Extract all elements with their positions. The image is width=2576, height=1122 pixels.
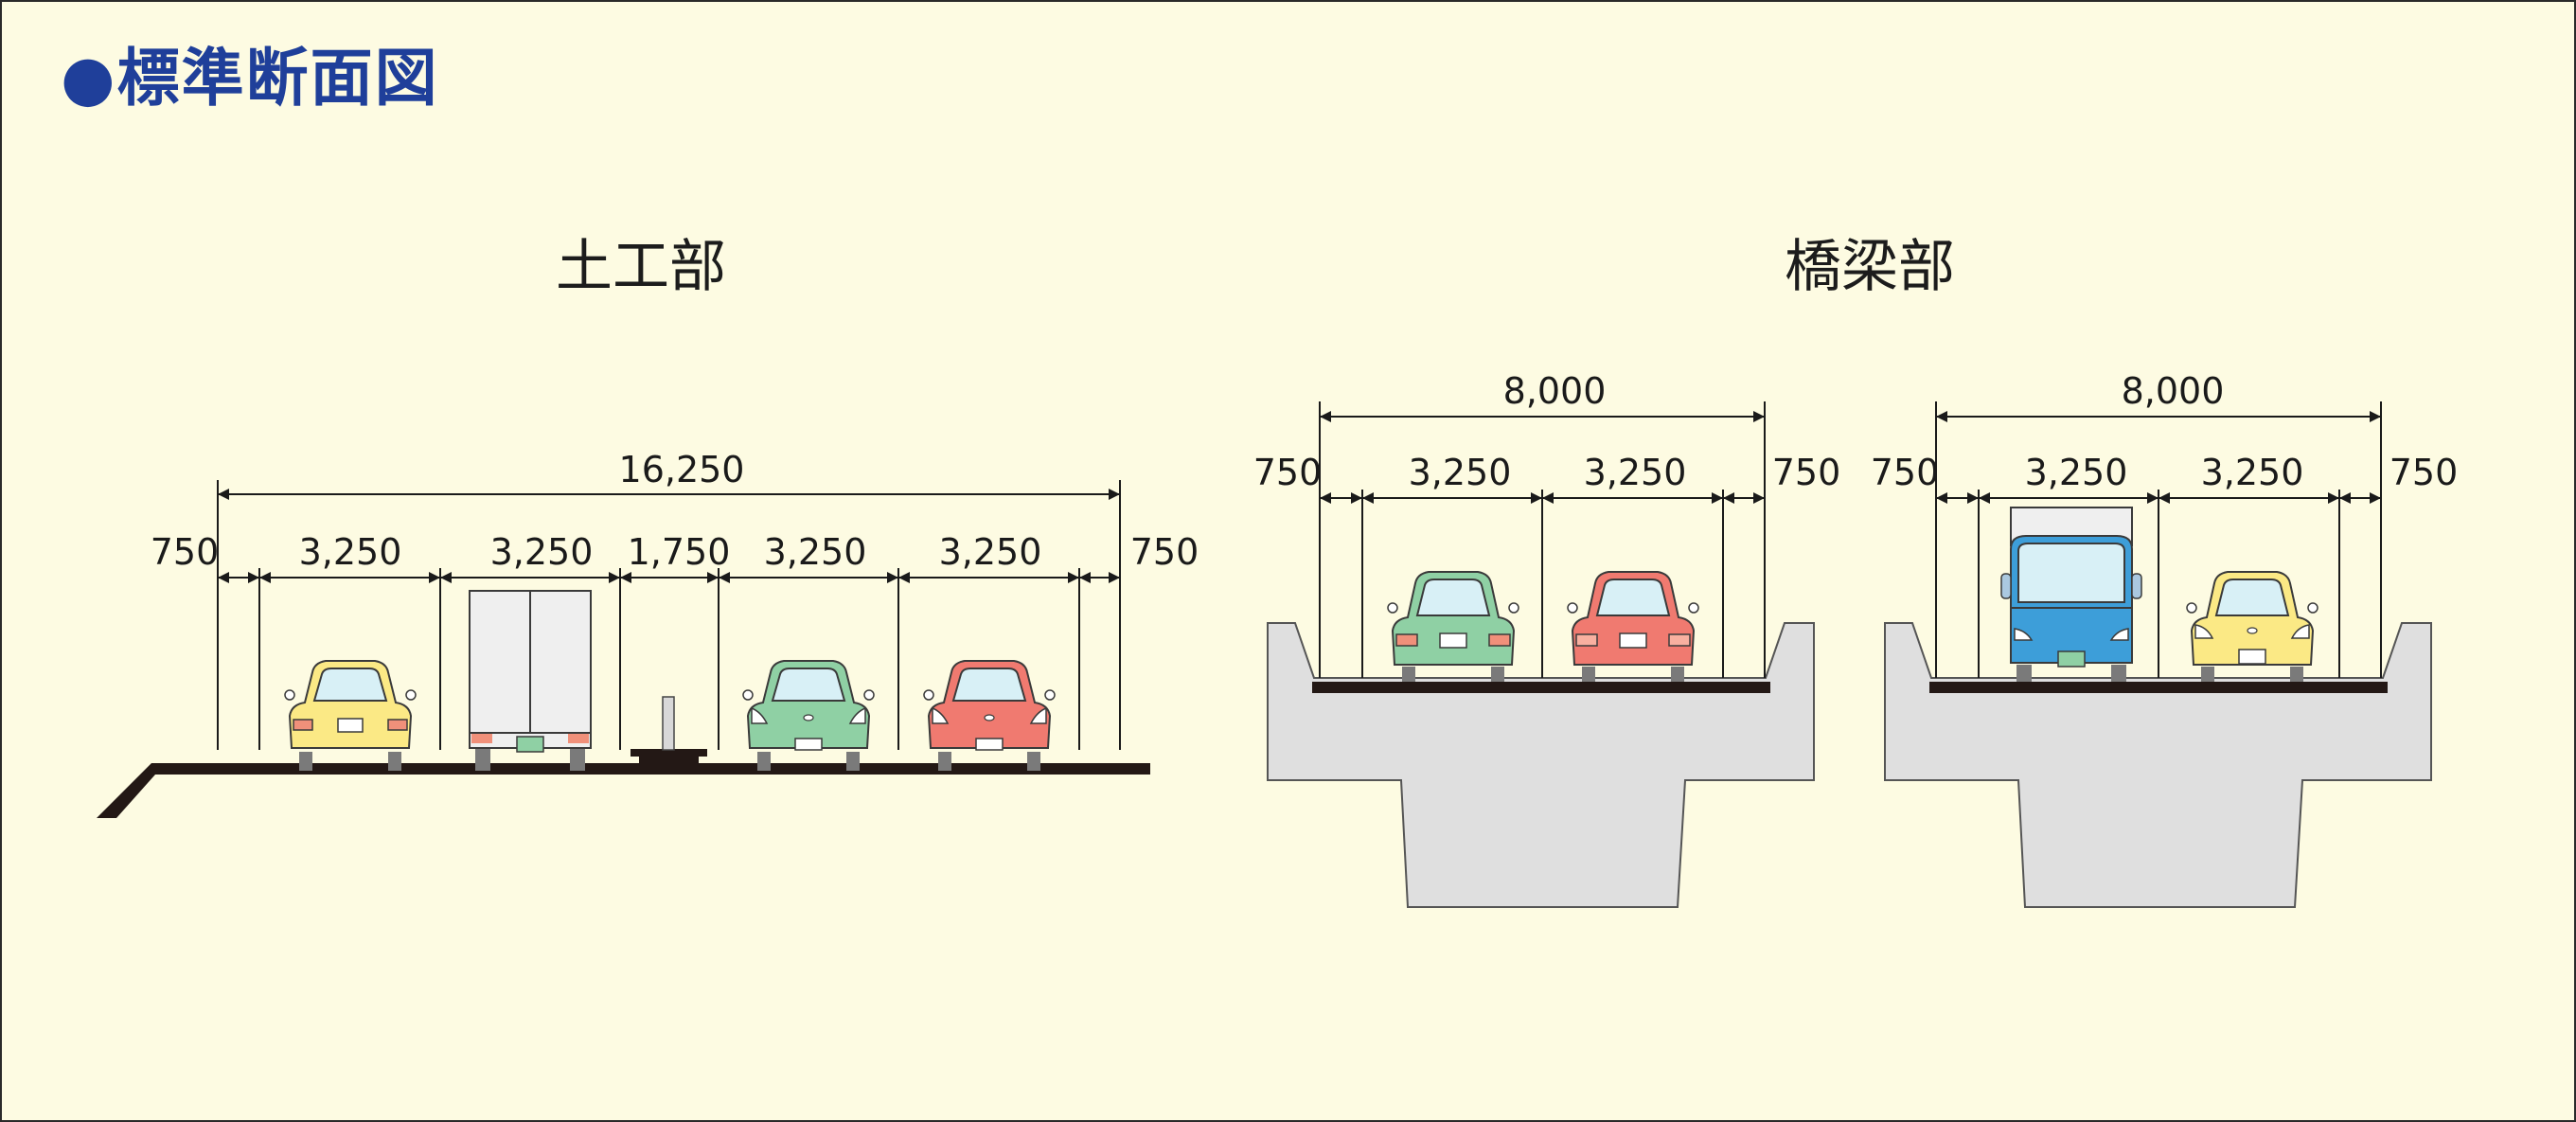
bridge-right-width-label: 3,250 xyxy=(2025,452,2128,493)
earthwork-width-label: 750 xyxy=(1130,531,1199,573)
bridge-right-extension-lines xyxy=(1935,401,2382,678)
bridge-left-extension-lines xyxy=(1319,401,1766,678)
earthwork-width-label: 3,250 xyxy=(299,531,402,573)
bridge-left-dimension-labels: 8,000 750 3,250 3,250 750 xyxy=(1253,370,1841,493)
median-post xyxy=(662,696,675,751)
bridge-right-dimension-labels: 8,000 750 3,250 3,250 750 xyxy=(1871,370,2459,493)
bridge-right-total-label: 8,000 xyxy=(2122,370,2225,412)
earthwork-width-label: 1,750 xyxy=(628,531,731,573)
green-car xyxy=(1387,571,1519,682)
bridge-left-width-label: 750 xyxy=(1253,452,1323,493)
yellow-car xyxy=(2186,571,2318,682)
bridge-right-dimension-lines xyxy=(1936,411,2381,504)
earthwork-width-label: 750 xyxy=(151,531,220,573)
bridge-left-width-label: 3,250 xyxy=(1409,452,1512,493)
bridge-left-total-label: 8,000 xyxy=(1503,370,1607,412)
earthwork-width-label: 3,250 xyxy=(939,531,1042,573)
page-title: ●標準断面図 xyxy=(61,42,439,115)
bridge-right-width-label: 3,250 xyxy=(2201,452,2304,493)
bridge-left-width-label: 3,250 xyxy=(1584,452,1687,493)
earthwork-dimension-lines xyxy=(218,489,1120,583)
earthwork-width-label: 3,250 xyxy=(490,531,594,573)
blue-truck xyxy=(2000,507,2142,682)
green-car xyxy=(742,660,875,771)
bridge-right-width-label: 750 xyxy=(2389,452,2459,493)
bridge-left-girder xyxy=(1267,622,1815,908)
earthwork-road xyxy=(97,749,1150,818)
bridge-right-girder xyxy=(1884,622,2432,908)
bridge-section-title: 橋梁部 xyxy=(1785,234,1955,300)
earthwork-width-label: 3,250 xyxy=(764,531,867,573)
bridge-right-width-label: 750 xyxy=(1871,452,1940,493)
red-car xyxy=(923,660,1056,771)
earthwork-section-title: 土工部 xyxy=(556,234,726,300)
yellow-car xyxy=(284,660,417,771)
bridge-left-dimension-lines xyxy=(1320,411,1765,504)
earthwork-total-label: 16,250 xyxy=(619,449,745,490)
white-truck xyxy=(469,590,592,771)
earthwork-dimension-labels: 16,250 750 3,250 3,250 1,750 3,250 3,250… xyxy=(151,449,1199,573)
bridge-left-width-label: 750 xyxy=(1772,452,1841,493)
earthwork-extension-lines xyxy=(217,480,1121,750)
red-car xyxy=(1567,571,1699,682)
